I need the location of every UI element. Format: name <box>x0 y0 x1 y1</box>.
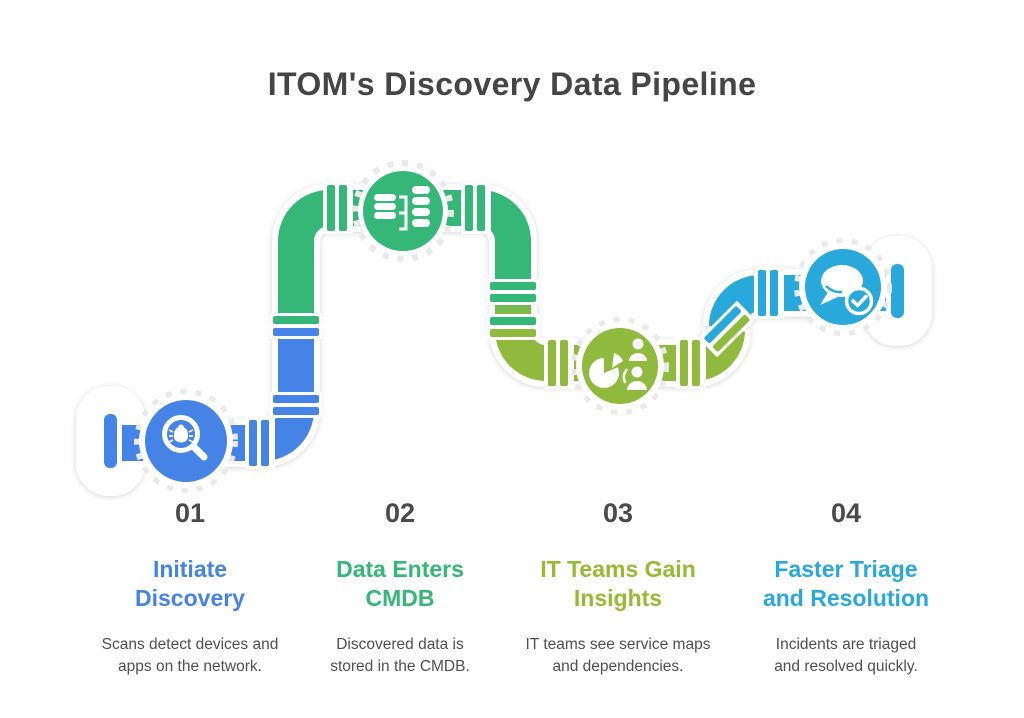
step-description: Incidents are triaged and resolved quick… <box>774 635 918 676</box>
pipe-joint-h4 <box>754 267 784 319</box>
pipe-joint-h3-left <box>544 337 574 389</box>
pipeline-node-insights <box>571 317 669 415</box>
pipe-joint-h1 <box>245 417 275 469</box>
pie-chart-people-icon <box>589 338 647 390</box>
pipe-joint-v1-transition <box>270 313 322 339</box>
step-description: Discovered data is stored in the CMDB. <box>330 635 470 676</box>
step-number: 03 <box>602 498 634 528</box>
pipe-joint-h2-right <box>461 182 491 234</box>
step-number: 02 <box>384 498 416 528</box>
step-title: Initiate Discovery <box>135 556 245 612</box>
pipeline-node-resolution <box>794 238 892 336</box>
pipe-joint-diagonal <box>698 300 756 358</box>
magnifier-bug-icon <box>162 415 208 461</box>
step-title: Data Enters CMDB <box>336 556 464 612</box>
step-number: 01 <box>174 498 206 528</box>
pipe-joint-h3-right <box>676 337 706 389</box>
pipe-joint-v1-lower <box>270 392 322 418</box>
pipe-end-cap <box>891 264 904 318</box>
step-column-data-enters-cmdb: 02 Data Enters CMDB Discovered data is s… <box>282 498 518 679</box>
pipe-start-cap <box>104 414 117 468</box>
pipeline-node-discovery <box>134 389 238 493</box>
step-description: IT teams see service maps and dependenci… <box>525 635 711 676</box>
pipe-joint-v2-upper <box>487 279 539 305</box>
step-title: Faster Triage and Resolution <box>762 556 930 612</box>
page-title: ITOM's Discovery Data Pipeline <box>267 66 757 102</box>
step-description: Scans detect devices and apps on the net… <box>101 635 279 676</box>
pipe-joint-h2-left <box>323 182 353 234</box>
database-sync-icon <box>374 186 430 231</box>
pipeline-node-cmdb <box>352 160 454 262</box>
step-column-it-teams-gain-insights: 03 IT Teams Gain Insights IT teams see s… <box>500 498 736 679</box>
step-title: IT Teams Gain Insights <box>540 556 696 612</box>
chat-check-icon <box>820 265 874 316</box>
pipe-joint-v2-transition <box>487 314 539 340</box>
step-column-faster-triage-resolution: 04 Faster Triage and Resolution Incident… <box>726 498 966 679</box>
step-column-initiate-discovery: 01 Initiate Discovery Scans detect devic… <box>70 498 310 679</box>
step-number: 04 <box>830 498 862 528</box>
steps-row: 01 Initiate Discovery Scans detect devic… <box>0 498 1024 718</box>
